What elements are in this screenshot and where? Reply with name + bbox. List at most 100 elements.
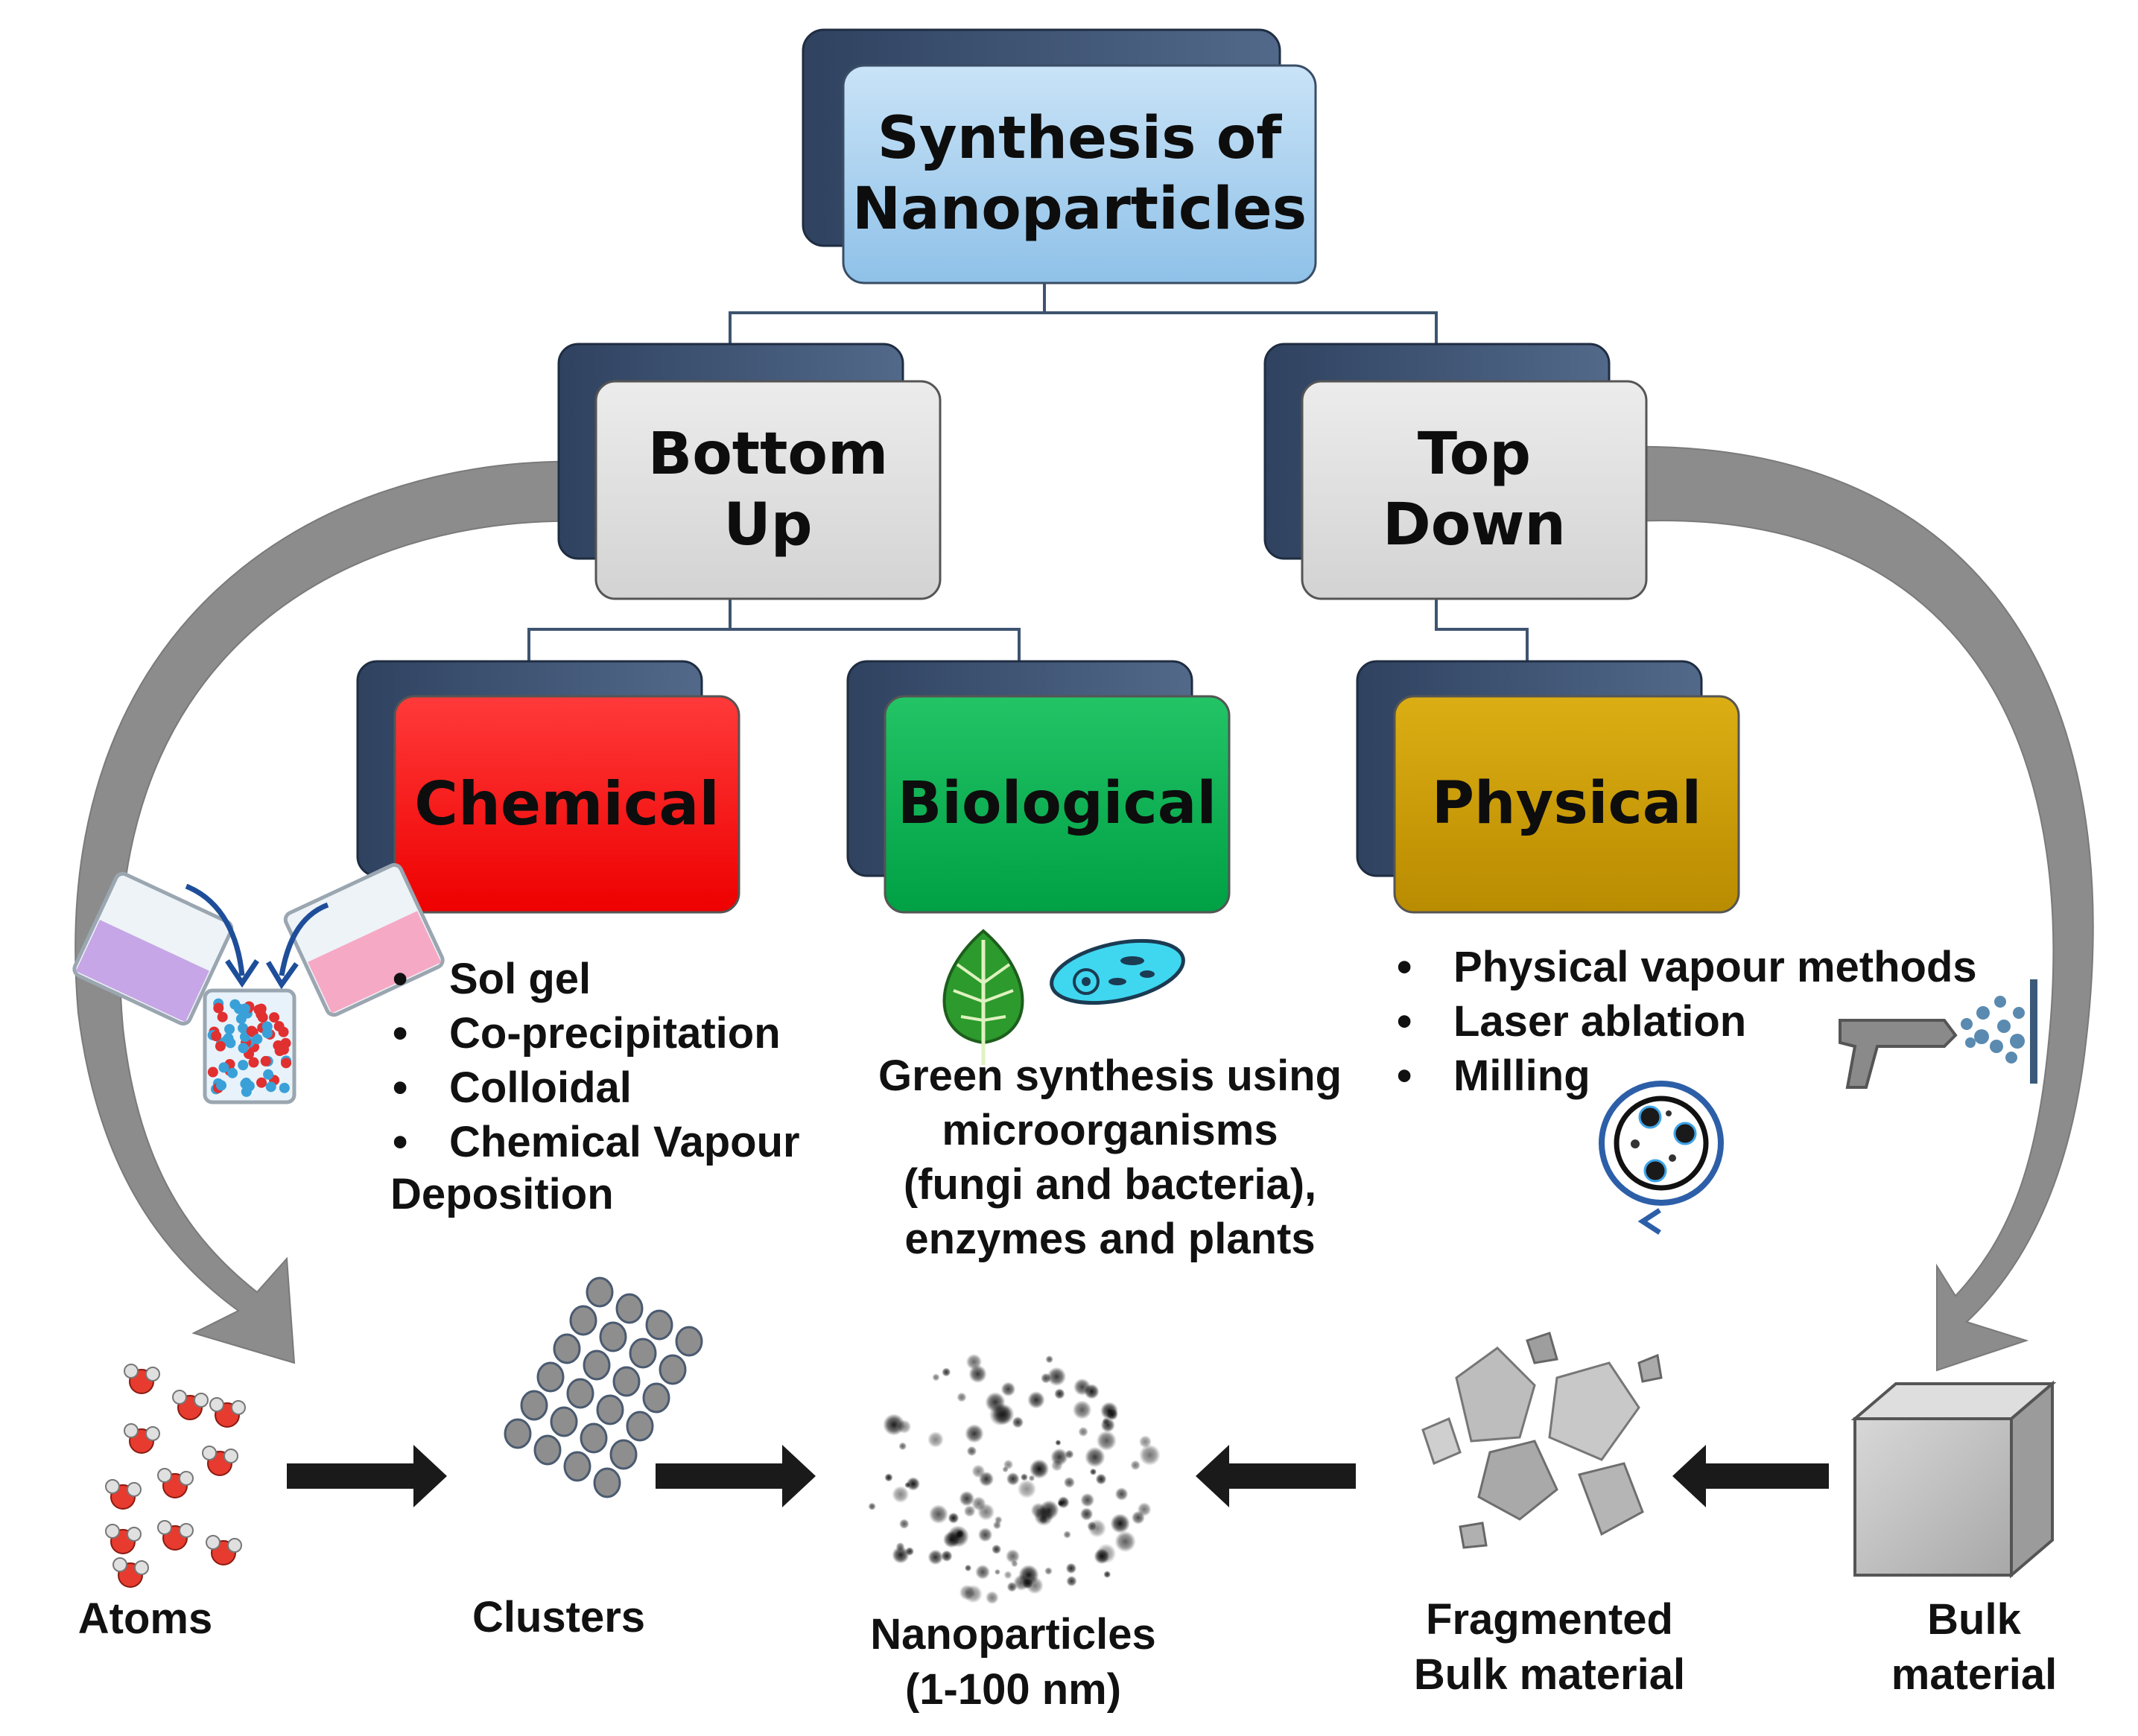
- nanoparticle: [1086, 1518, 1108, 1539]
- water-molecule: [202, 1446, 238, 1476]
- arrow-clusters-to-nanoparticles: [656, 1445, 816, 1507]
- cluster-particle: [615, 1293, 644, 1324]
- nanoparticle: [1096, 1430, 1117, 1452]
- nanoparticle: [890, 1484, 911, 1505]
- cluster-particle: [569, 1305, 597, 1336]
- bottom-up-label: Bottom Up: [596, 381, 940, 599]
- water-molecule: [105, 1524, 142, 1554]
- chemical-box: [356, 660, 740, 914]
- nanoparticle: [974, 1563, 992, 1580]
- nanoparticle: [1112, 1528, 1138, 1554]
- nanoparticle: [1050, 1448, 1069, 1466]
- beaker-particle: [269, 1012, 280, 1023]
- nanoparticle: [966, 1446, 977, 1457]
- beaker-particle: [224, 1024, 235, 1035]
- nanoparticle: [1044, 1566, 1053, 1576]
- nanoparticle: [904, 1475, 922, 1492]
- nanoparticle: [904, 1546, 915, 1557]
- nanoparticle: [991, 1543, 1003, 1555]
- bio-line: Green synthesis using: [878, 1052, 1342, 1100]
- beaker-particle: [240, 1078, 251, 1090]
- cluster-particle: [563, 1451, 591, 1482]
- bottom-up-box: [557, 343, 942, 600]
- beaker-particle: [238, 1060, 249, 1071]
- beaker-particle: [252, 1034, 263, 1045]
- biological-box: [846, 660, 1231, 914]
- beaker-particle: [240, 1003, 251, 1014]
- beaker-particle: [248, 1057, 259, 1068]
- beaker-particle: [256, 1077, 267, 1088]
- beaker-particle: [263, 1069, 274, 1080]
- cluster-particle: [586, 1276, 614, 1308]
- spray-particle: [1990, 1040, 2003, 1053]
- nanoparticle: [946, 1511, 960, 1525]
- cluster-particle: [536, 1361, 565, 1393]
- nanoparticle: [1011, 1415, 1025, 1429]
- beaker-particle: [281, 1058, 292, 1069]
- water-molecule: [157, 1468, 194, 1498]
- physical-methods-list: Physical vapour methods Laser ablation M…: [1397, 940, 1977, 1103]
- beaker-particle: [241, 1086, 252, 1097]
- nanoparticle: [931, 1373, 941, 1382]
- list-item: Physical vapour methods: [1397, 940, 1977, 994]
- cluster-particle: [593, 1467, 621, 1498]
- beaker-particle: [253, 1004, 264, 1015]
- nanoparticle: [1062, 1475, 1076, 1489]
- spray-particle: [1974, 1029, 1989, 1044]
- bio-line: microorganisms: [942, 1106, 1278, 1154]
- beaker-particle: [211, 1031, 222, 1042]
- nanoparticle: [1100, 1417, 1116, 1434]
- beaker-particle: [238, 1043, 249, 1054]
- nanoparticle: [1063, 1530, 1072, 1539]
- water-molecule: [206, 1535, 242, 1565]
- nanoparticle: [1099, 1400, 1120, 1421]
- nanoparticle: [1005, 1471, 1021, 1487]
- cluster-particle: [533, 1434, 562, 1466]
- nanoparticle: [1044, 1355, 1054, 1364]
- nanoparticle: [898, 1518, 910, 1530]
- nanoparticle: [884, 1472, 894, 1483]
- arrow-bulk-to-fragmented: [1672, 1445, 1829, 1507]
- cluster-particle: [659, 1354, 687, 1385]
- nanoparticle: [964, 1564, 972, 1572]
- water-molecule: [105, 1479, 142, 1510]
- nanoparticle: [867, 1501, 877, 1511]
- nanoparticle: [1070, 1399, 1094, 1421]
- beaker-particle: [260, 1055, 271, 1066]
- leaf-icon: [942, 929, 1024, 1065]
- beaker-particle: [278, 1044, 289, 1055]
- water-molecule: [209, 1397, 246, 1428]
- water-molecule: [112, 1557, 149, 1588]
- nanoparticle: [1078, 1426, 1088, 1437]
- nanoparticle: [968, 1364, 988, 1384]
- beaker-particle: [213, 1002, 224, 1014]
- nanoparticle: [992, 1520, 1002, 1530]
- chemical-methods-list: Sol gel Co-precipitation Colloidal Chemi…: [393, 952, 800, 1169]
- nanoparticle: [1103, 1570, 1111, 1579]
- nanoparticle: [939, 1549, 954, 1563]
- cluster-particle: [550, 1406, 578, 1437]
- bottom-up-line-2: Up: [723, 492, 813, 559]
- nanoparticle: [1082, 1445, 1108, 1469]
- beakers-icon: [72, 862, 445, 1104]
- nanoparticle: [1015, 1478, 1038, 1500]
- beaker-particle: [216, 1080, 227, 1091]
- nanoparticle: [882, 1413, 906, 1437]
- nanoparticle: [1093, 1548, 1111, 1565]
- nanoparticle: [1027, 1390, 1046, 1409]
- nanoparticle: [994, 1568, 1001, 1576]
- stage-atoms: Atoms: [77, 1594, 213, 1643]
- title-box: [802, 28, 1317, 284]
- beaker-particle: [235, 1013, 247, 1024]
- nanoparticle: [1003, 1570, 1013, 1580]
- nanoparticle: [1094, 1472, 1108, 1487]
- nanoparticle: [1089, 1468, 1097, 1476]
- list-item: Co-precipitation: [393, 1006, 800, 1061]
- nanoparticle: [1047, 1367, 1067, 1387]
- arrow-atoms-to-clusters: [287, 1445, 447, 1507]
- flow-arrows: [287, 1445, 1829, 1507]
- list-item: Colloidal: [393, 1061, 800, 1115]
- title-line-2: Nanoparticles: [851, 176, 1307, 243]
- nanoparticle: [1065, 1574, 1078, 1588]
- beaker-particle: [223, 1033, 234, 1044]
